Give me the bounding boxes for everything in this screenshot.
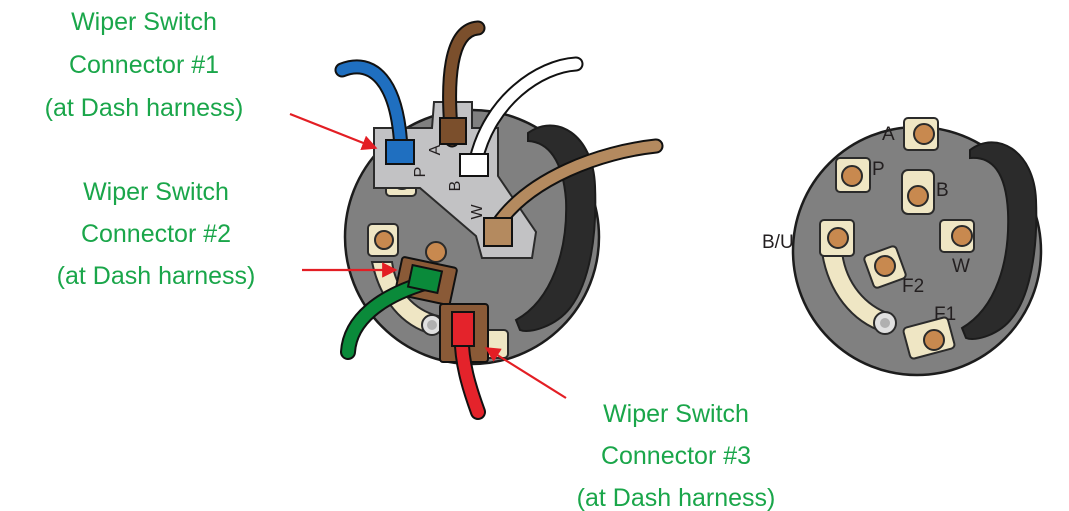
terminal-label-bu: B/U (762, 232, 794, 253)
callout-line: (at Dash harness) (45, 94, 244, 122)
terminal (367, 223, 399, 257)
callout-line: (at Dash harness) (57, 262, 256, 290)
terminal-label-a: A (882, 124, 895, 145)
terminal-f2 (863, 245, 907, 289)
left-switch: A P B W (334, 20, 664, 420)
tan-wire-terminal (483, 217, 513, 247)
brown-wire-terminal (439, 117, 467, 145)
callout-connector1: Wiper Switch Connector #1 (at Dash harne… (45, 8, 244, 122)
callout-connector2: Wiper Switch Connector #2 (at Dash harne… (57, 178, 256, 290)
callout-line: Wiper Switch (71, 8, 217, 36)
callout1-arrow (289, 112, 378, 151)
blue-wire-core (336, 61, 407, 156)
terminal-label-f2: F2 (902, 276, 924, 297)
terminal-label-f1: F1 (934, 304, 956, 325)
callout-line: Connector #2 (81, 220, 231, 248)
callout-line: Wiper Switch (603, 400, 749, 428)
terminal-ground (873, 311, 897, 335)
terminal-w (939, 219, 975, 253)
terminal-label-w: W (952, 256, 970, 277)
white-wire-core (470, 58, 582, 166)
terminal-label-b: B (936, 180, 949, 201)
blue-wire-terminal (385, 139, 415, 165)
callout-line: Connector #3 (601, 442, 751, 470)
terminal (421, 314, 443, 336)
terminal-bu (819, 219, 855, 257)
switch-key-slot (960, 141, 1038, 340)
right-switch: A P B B/U W F2 F1 (762, 117, 1043, 377)
green-wire-terminal (406, 263, 444, 295)
terminal (425, 241, 447, 263)
red-wire-terminal (451, 311, 475, 347)
callout3-arrow (484, 347, 567, 399)
callout-connector3: Wiper Switch Connector #3 (at Dash harne… (577, 400, 776, 511)
callout-line: Connector #1 (69, 51, 219, 79)
callout-line: (at Dash harness) (577, 484, 776, 511)
terminal-a (903, 117, 939, 151)
plate-label-p: P (412, 167, 429, 178)
white-wire-terminal (459, 153, 489, 177)
terminal-f1 (902, 316, 956, 360)
terminal-label-p: P (872, 159, 885, 180)
plate-label-a: A (427, 144, 444, 155)
plate-label-w: W (469, 204, 486, 220)
plate-label-b: B (447, 181, 464, 192)
terminal-b (901, 169, 935, 215)
terminal-p (835, 157, 871, 193)
callout-line: Wiper Switch (83, 178, 229, 206)
tan-wire-core (492, 140, 662, 230)
